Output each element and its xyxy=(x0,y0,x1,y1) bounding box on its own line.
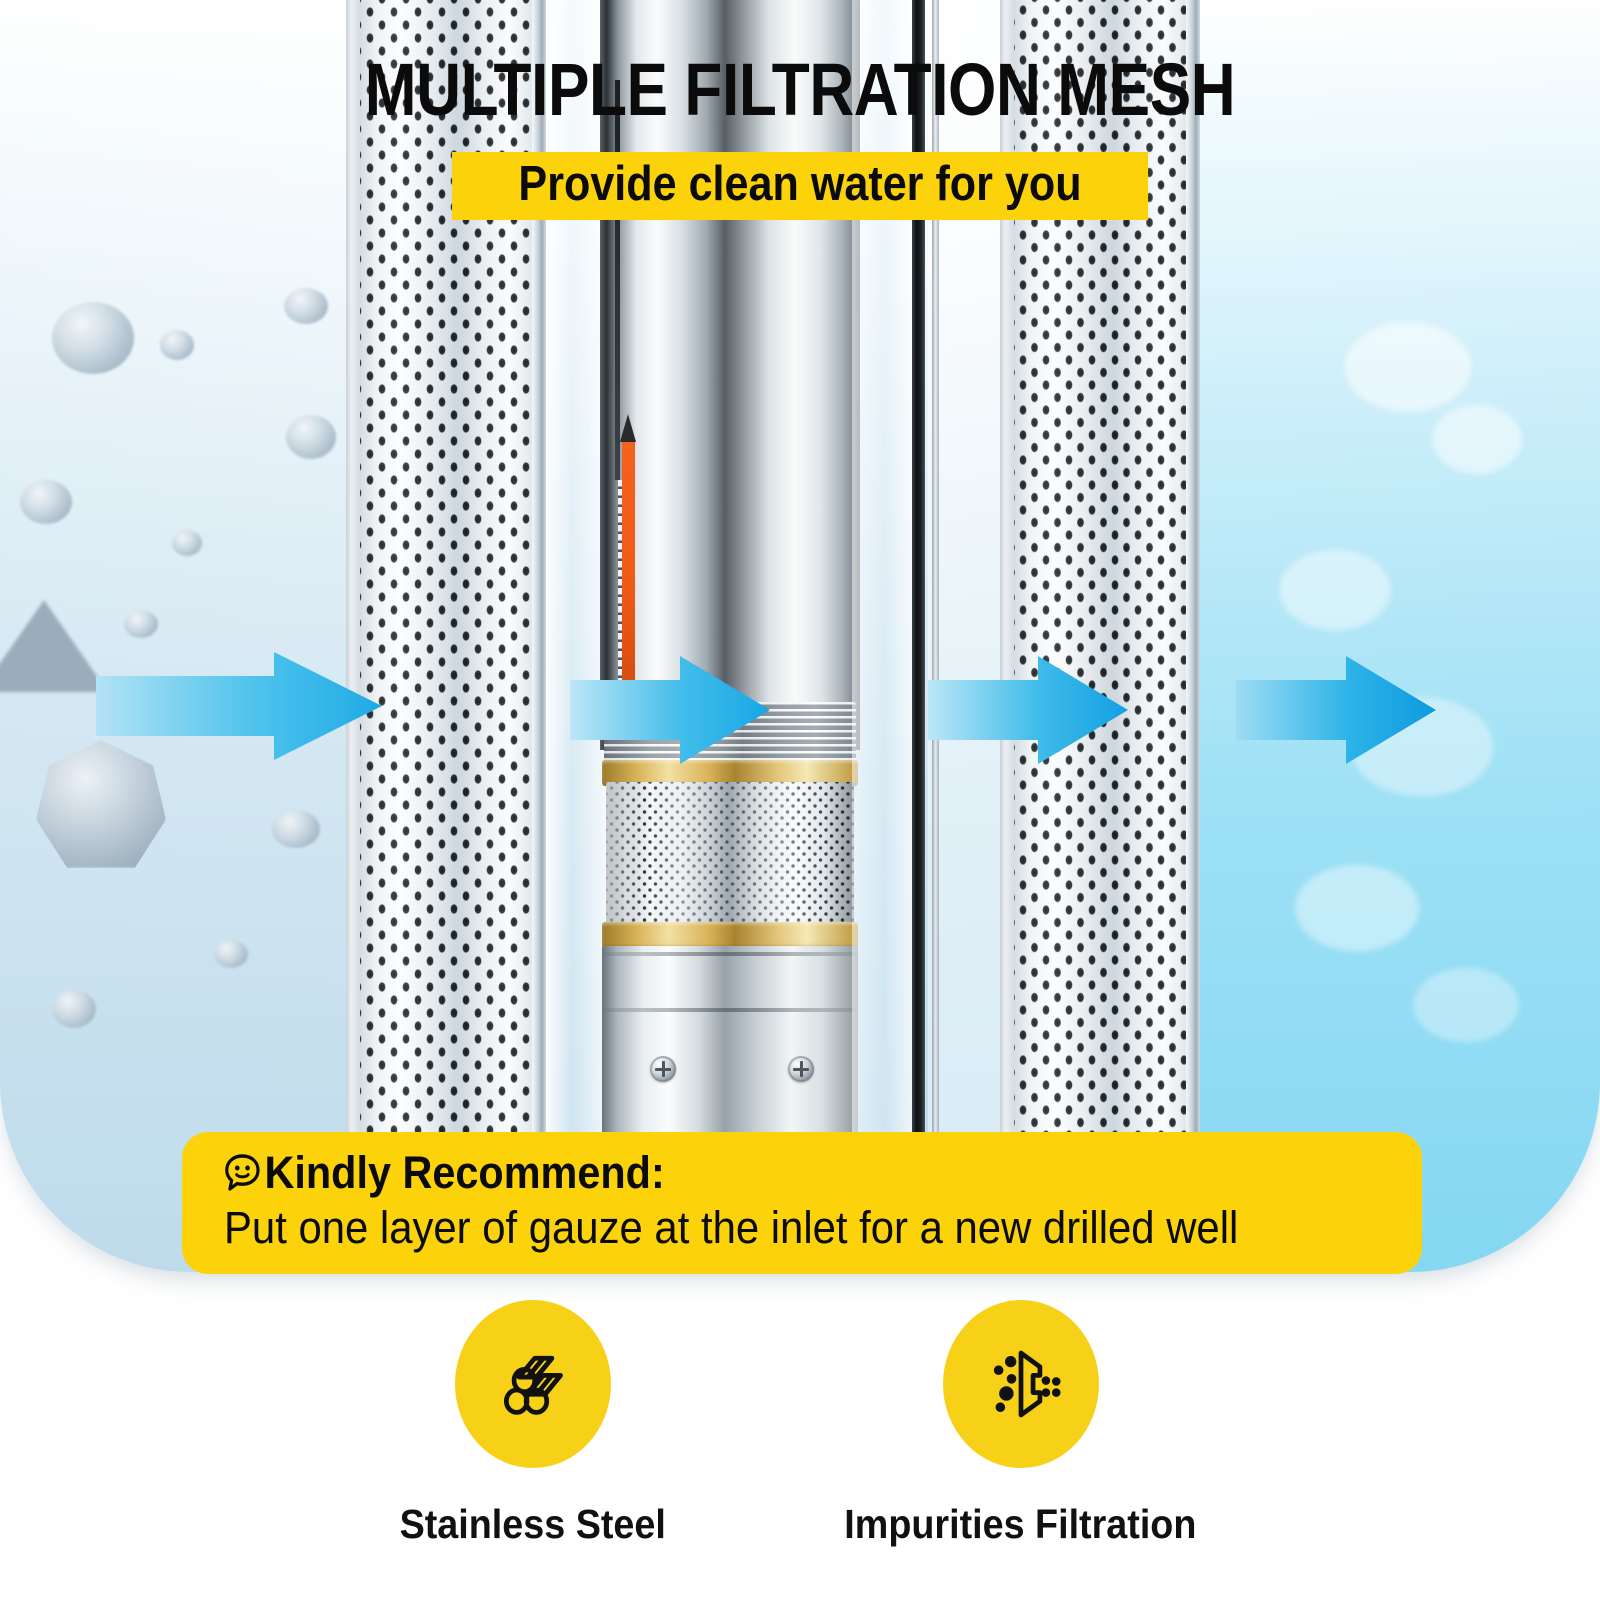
feature-badges: Stainless Steel xyxy=(0,1300,1600,1546)
mesh-edge-right xyxy=(1186,0,1200,1272)
callout-body-text: Put one layer of gauze at the inlet for … xyxy=(224,1202,1239,1253)
pump-barrel xyxy=(600,0,860,750)
steel-bars-icon xyxy=(490,1341,576,1427)
kindly-recommend-callout: Kindly Recommend: Put one layer of gauze… xyxy=(182,1132,1422,1274)
triangle-particle xyxy=(0,600,108,692)
callout-heading-row: Kindly Recommend: xyxy=(224,1148,1326,1198)
body-seam-top xyxy=(604,952,856,956)
feature-badge-circle xyxy=(942,1300,1099,1468)
clean-water-background xyxy=(1184,0,1600,1272)
callout-heading-text: Kindly Recommend: xyxy=(264,1147,665,1198)
flow-arrow-3 xyxy=(928,650,1128,770)
mesh-edge-right xyxy=(532,0,546,1272)
pump-intake-screen xyxy=(606,782,854,926)
smiley-speech-bubble-icon xyxy=(224,1153,261,1193)
pump-side-rod xyxy=(615,80,620,480)
filtration-mesh-panel-left xyxy=(346,0,546,1272)
feature-label: Impurities Filtration xyxy=(844,1501,1197,1547)
flow-arrow-4 xyxy=(1236,650,1436,770)
screw-right xyxy=(788,1056,814,1082)
feature-label: Stainless Steel xyxy=(399,1501,666,1547)
impurity-particles xyxy=(0,0,736,1272)
intake-highlight xyxy=(606,782,854,926)
mesh-edge-left xyxy=(346,0,360,1272)
submersible-pump xyxy=(600,0,860,1272)
pump-cable-highlight xyxy=(932,0,939,1272)
feature-badge-circle xyxy=(454,1300,611,1468)
orange-cable-tie xyxy=(620,414,636,680)
body-seam-mid xyxy=(604,1008,856,1012)
feature-stainless-steel: Stainless Steel xyxy=(388,1300,677,1546)
flow-arrow-2 xyxy=(570,650,770,770)
subtitle-text: Provide clean water for you xyxy=(518,157,1082,211)
brass-band-top xyxy=(602,760,858,786)
impurities-filter-icon xyxy=(978,1341,1064,1427)
page-title: MULTIPLE FILTRATION MESH xyxy=(364,48,1236,131)
subtitle-banner: Provide clean water for you xyxy=(452,152,1148,220)
pump-power-cable xyxy=(912,0,925,1272)
mesh-edge-left xyxy=(1000,0,1014,1272)
feature-impurities-filtration: Impurities Filtration xyxy=(829,1300,1212,1546)
brass-band-bottom xyxy=(602,922,858,948)
screw-left xyxy=(650,1056,676,1082)
flow-arrow-1 xyxy=(96,646,382,766)
